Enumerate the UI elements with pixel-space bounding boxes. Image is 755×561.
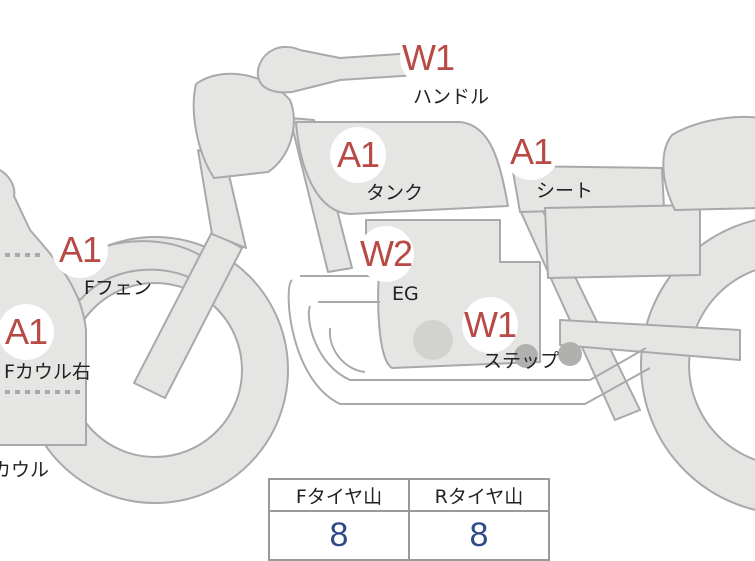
tail-cowl — [662, 115, 755, 211]
label-seat: シート — [536, 180, 594, 202]
label-handle: ハンドル — [413, 86, 490, 108]
headlight — [192, 72, 295, 179]
grade-badge-step: W1 — [462, 297, 518, 353]
label-tank: タンク — [366, 182, 424, 204]
front-tire-value: 8 — [268, 510, 410, 561]
exhaust — [287, 275, 651, 405]
front-cowl — [0, 169, 87, 446]
label-engine: EG — [392, 283, 419, 305]
rear-tire-value: 8 — [408, 510, 550, 561]
label-cowl: カウル — [0, 459, 50, 481]
tire-tread-table: Fタイヤ山 Rタイヤ山 8 8 — [268, 478, 550, 561]
rear-wheel — [641, 220, 755, 510]
label-front-fender: Fフェン — [84, 277, 152, 299]
grade-badge-seat: A1 — [503, 124, 559, 180]
label-step: ステップ — [483, 350, 560, 372]
grade-badge-engine: W2 — [358, 226, 414, 282]
front-tire-header: Fタイヤ山 — [268, 478, 410, 512]
grade-badge-front-fender: A1 — [52, 222, 108, 278]
grade-badge-tank: A1 — [330, 127, 386, 183]
grade-badge-handle: W1 — [400, 30, 456, 86]
label-front-cowl-right: Fカウル右 — [4, 361, 91, 383]
rear-tire-header: Rタイヤ山 — [408, 478, 550, 512]
grade-badge-front-cowl-right: A1 — [0, 304, 54, 360]
